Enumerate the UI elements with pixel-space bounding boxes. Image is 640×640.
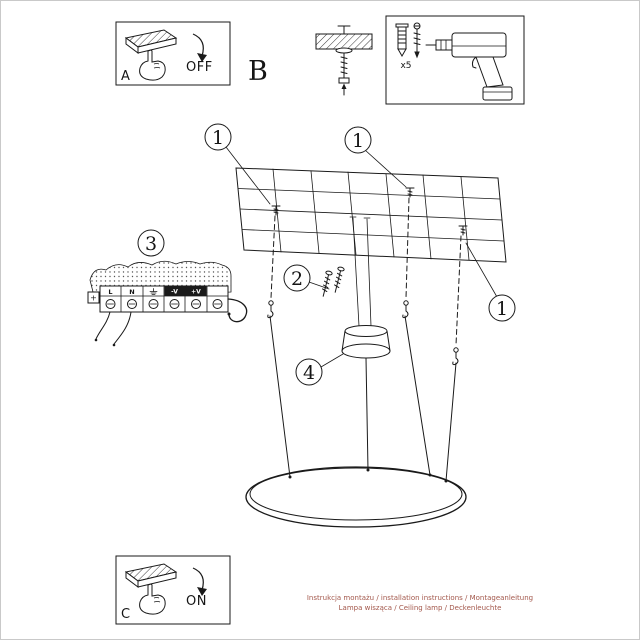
svg-text:4: 4: [303, 362, 315, 384]
anchor-count-label: x5: [400, 61, 411, 71]
canopy: [341, 325, 391, 359]
panel-c-state: ON: [186, 594, 207, 609]
panel-a-label: A: [121, 69, 130, 84]
footer-line-2: Lampa wisząca / Ceiling lamp / Deckenleu…: [339, 604, 502, 612]
earth-clamp-label: +: [90, 294, 97, 303]
section-b-label: B: [248, 56, 268, 87]
earth-clamp: [87, 291, 100, 304]
panel-c-label: C: [121, 607, 130, 622]
callout-step4: 4: [295, 353, 344, 386]
switch-off-panel: OFF A: [115, 21, 231, 86]
ceiling-cross-section: [315, 33, 373, 50]
terminal-screws: [105, 299, 223, 309]
canopy-rods: [349, 216, 372, 327]
switch-on-panel: ON C: [115, 555, 231, 625]
ceiling-grid: [235, 167, 507, 263]
supply-wires: [94, 298, 248, 347]
wall-plug-icon: [395, 23, 409, 58]
screw-icon: [413, 22, 421, 59]
svg-text:3: 3: [145, 233, 157, 255]
terminal-minus-label: -V: [171, 289, 178, 296]
terminal-neutral-label: N: [129, 288, 134, 296]
ground-icon: [149, 288, 158, 295]
hardware-box: x5: [385, 15, 525, 105]
callout-step1-left: 1: [204, 123, 271, 205]
alignment-drop-lines: [270, 197, 462, 346]
terminal-block: L N -V +V +: [87, 285, 229, 313]
panel-c-frame: [115, 555, 231, 625]
wiring-illustration: L N -V +V +: [87, 260, 248, 347]
drill-icon: [425, 32, 513, 101]
callout-step3: 3: [137, 229, 165, 257]
callout-step2: 2: [283, 264, 330, 292]
callout-step1-middle: 1: [344, 126, 407, 188]
suspension-cables: [269, 315, 457, 482]
svg-text:2: 2: [291, 268, 303, 290]
panel-a-frame: [115, 21, 231, 86]
terminal-plus-label: +V: [191, 289, 201, 296]
terminal-live-label: L: [108, 288, 112, 296]
ceiling-anchor-illustration: [315, 25, 373, 96]
svg-text:1: 1: [352, 130, 364, 152]
svg-text:1: 1: [496, 298, 508, 320]
panel-a-state: OFF: [186, 60, 213, 75]
toggle-anchor-icon: [335, 25, 353, 96]
callout-step1-right: 1: [465, 242, 516, 322]
lamp-ring: [245, 466, 467, 528]
footer-line-1: Instrukcja montażu / installation instru…: [307, 594, 533, 602]
svg-text:1: 1: [212, 127, 224, 149]
